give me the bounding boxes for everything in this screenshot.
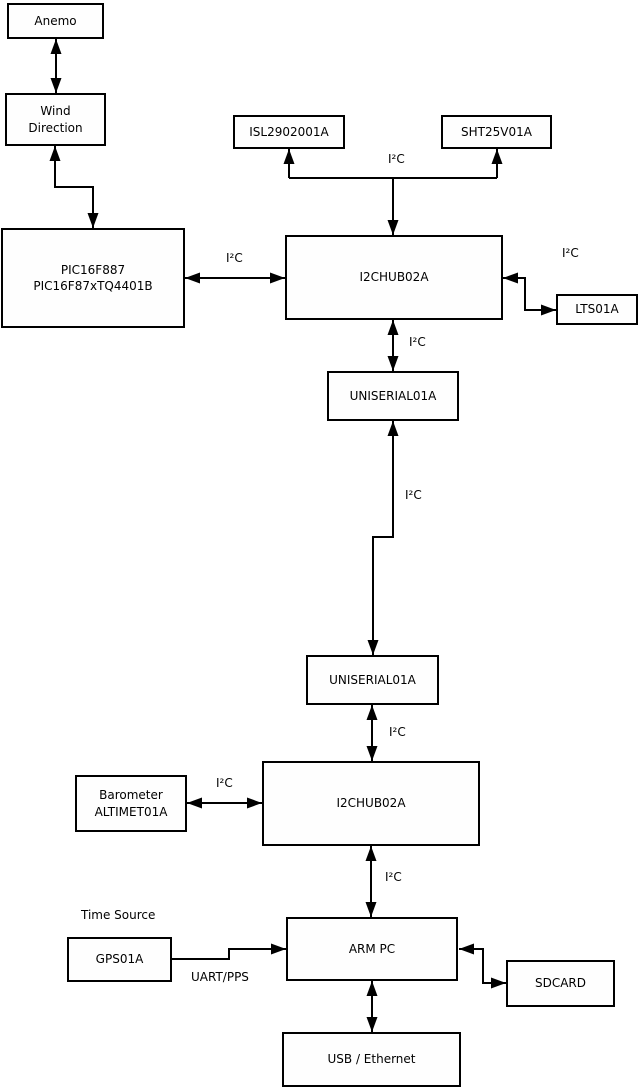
node-sht25v01a-label: SHT25V01A xyxy=(461,124,532,139)
edge-label-i2c-uniserial-link: I²C xyxy=(405,488,422,502)
node-pic16f887-line1: PIC16F887 xyxy=(60,262,126,277)
edge-label-i2c-barometer-hub2: I²C xyxy=(216,776,233,790)
node-isl2902001a: ISL2902001A xyxy=(233,115,345,149)
node-uniserial01a-1: UNISERIAL01A xyxy=(327,371,459,421)
node-sht25v01a: SHT25V01A xyxy=(441,115,552,149)
edge-uniserial1-uniserial2 xyxy=(367,421,399,655)
edge-armpc-usb xyxy=(366,981,378,1032)
node-uniserial01a-1-label: UNISERIAL01A xyxy=(349,388,437,403)
node-anemo-label: Anemo xyxy=(34,13,77,28)
node-gps01a-label: GPS01A xyxy=(95,952,144,967)
node-usb-ethernet: USB / Ethernet xyxy=(282,1032,461,1087)
edge-hub1-lts xyxy=(503,272,556,316)
node-uniserial01a-2-label: UNISERIAL01A xyxy=(329,672,416,687)
node-wind-direction: Wind Direction xyxy=(5,93,106,146)
annotation-time-source: Time Source xyxy=(81,908,156,922)
edge-hub2-armpc xyxy=(365,846,377,917)
edge-winddirection-pic xyxy=(49,146,99,228)
edge-barometer-hub2 xyxy=(187,797,262,809)
node-arm-pc-label: ARM PC xyxy=(348,941,396,956)
edge-uniserial2-hub2 xyxy=(366,705,378,761)
node-usb-ethernet-label: USB / Ethernet xyxy=(327,1052,416,1067)
node-barometer-line1: Barometer xyxy=(99,788,163,803)
edge-pic-hub1 xyxy=(185,272,285,284)
node-sdcard-label: SDCARD xyxy=(534,976,587,991)
node-i2chub02a-2: I2CHUB02A xyxy=(262,761,480,846)
node-lts01a: LTS01A xyxy=(556,294,638,325)
node-i2chub02a-1: I2CHUB02A xyxy=(285,235,503,320)
edge-label-i2c-hub1-uniserial1: I²C xyxy=(409,335,426,349)
node-uniserial01a-2: UNISERIAL01A xyxy=(306,655,439,705)
edge-anemo-winddirection xyxy=(50,39,62,93)
node-i2chub02a-2-label: I2CHUB02A xyxy=(336,796,406,811)
node-pic16f887: PIC16F887 PIC16F87xTQ4401B xyxy=(1,228,185,328)
node-i2chub02a-1-label: I2CHUB02A xyxy=(359,270,429,285)
node-isl2902001a-label: ISL2902001A xyxy=(249,124,329,139)
node-sdcard: SDCARD xyxy=(506,960,615,1007)
node-lts01a-label: LTS01A xyxy=(575,302,619,317)
node-wind-direction-line2: Direction xyxy=(28,120,83,135)
node-barometer-altimet01a: Barometer ALTIMET01A xyxy=(75,775,187,832)
node-pic16f887-line2: PIC16F87xTQ4401B xyxy=(33,279,153,293)
edge-label-i2c-sensors: I²C xyxy=(388,152,405,166)
edge-label-i2c-hub1-lts: I²C xyxy=(562,246,579,260)
node-gps01a: GPS01A xyxy=(67,937,172,982)
edge-hub1-sensors xyxy=(283,149,503,235)
node-wind-direction-line1: Wind xyxy=(40,104,71,119)
node-barometer-line2: ALTIMET01A xyxy=(94,804,168,819)
edge-label-uart-pps: UART/PPS xyxy=(191,970,249,984)
edge-label-i2c-uniserial2-hub2: I²C xyxy=(389,725,406,739)
edge-hub1-uniserial1 xyxy=(387,320,399,371)
edge-gps-armpc xyxy=(172,943,286,960)
node-anemo: Anemo xyxy=(7,3,104,39)
node-arm-pc: ARM PC xyxy=(286,917,458,981)
edge-armpc-sdcard xyxy=(459,943,506,989)
edge-label-i2c-pic-hub1: I²C xyxy=(226,251,243,265)
edge-label-i2c-hub2-armpc: I²C xyxy=(385,870,402,884)
